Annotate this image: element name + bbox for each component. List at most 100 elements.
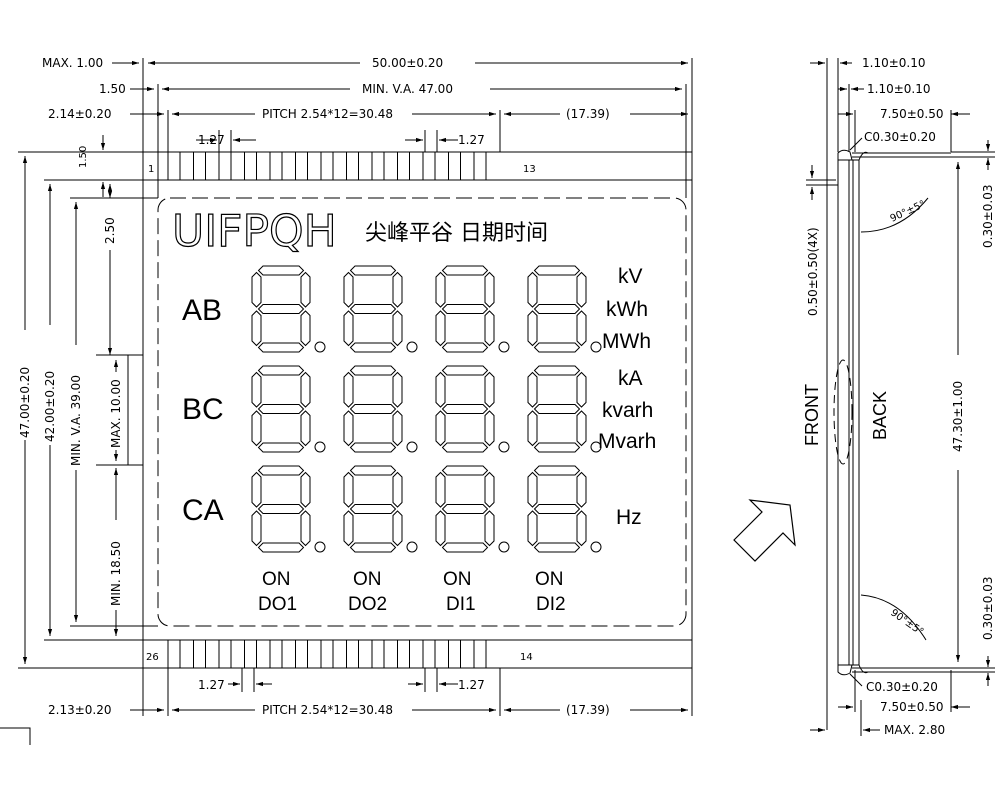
segment-g (443, 305, 488, 314)
bottom-pin (398, 640, 410, 668)
segment-b (485, 273, 494, 308)
bottom-pin (449, 640, 461, 668)
segment-a (259, 366, 304, 375)
segment-d (535, 543, 580, 552)
unit-hz: Hz (616, 506, 642, 529)
dim-pin-offset-bottom: 2.13±0.20 (48, 703, 112, 717)
front-dimension-lines (18, 58, 692, 716)
segment-d (443, 443, 488, 452)
top-pin (296, 152, 308, 180)
segment-f (252, 473, 261, 508)
status-name-do2: DO2 (348, 594, 387, 615)
segment-c (393, 311, 402, 346)
corner-mark (0, 728, 30, 745)
top-pin-strip (143, 152, 692, 180)
segment-a (443, 366, 488, 375)
bottom-pin (296, 640, 308, 668)
decimal-point (314, 441, 326, 453)
status-on-do1: ON (262, 569, 291, 590)
segment-f (436, 273, 445, 308)
segment-e (344, 411, 353, 446)
segment-g (535, 305, 580, 314)
top-pin (372, 152, 384, 180)
segment-d (351, 443, 396, 452)
segment-f (344, 373, 353, 408)
bottom-pin (168, 640, 180, 668)
segment-e (252, 311, 261, 346)
dim-min-tab: MIN. 18.50 (109, 541, 123, 606)
left-tab (128, 355, 143, 465)
decimal-point (590, 341, 602, 353)
segment-g (351, 405, 396, 414)
segment-b (577, 273, 586, 308)
unit-ka: kA (618, 367, 643, 390)
side-dim-top2: 1.10±0.10 (867, 82, 931, 96)
segment-c (485, 411, 494, 446)
bottom-pins (168, 640, 486, 668)
bottom-pin (270, 640, 282, 668)
segment-a (351, 366, 396, 375)
dim-pitch-bottom: PITCH 2.54*12=30.48 (262, 703, 393, 717)
decimal-point (590, 541, 602, 553)
segment-g (351, 505, 396, 514)
segment-g (443, 405, 488, 414)
unit-kvarh: kvarh (602, 399, 653, 422)
pin-label-14: 14 (520, 652, 533, 663)
status-name-di2: DI2 (536, 594, 566, 615)
segment-f (436, 373, 445, 408)
decimal-point (406, 341, 418, 353)
unit-kwh: kWh (606, 298, 648, 321)
brand-text: UIFPQH (172, 206, 337, 257)
dim-view-area-width: MIN. V.A. 47.00 (362, 82, 453, 96)
side-dim-top3: 7.50±0.50 (880, 107, 944, 121)
top-pin (270, 152, 282, 180)
dim-inner-height: 42.00±0.20 (43, 371, 57, 442)
bottom-pin (347, 640, 359, 668)
side-dim-top1: 1.10±0.10 (862, 56, 926, 70)
bottom-pin (474, 640, 486, 668)
segment-b (577, 373, 586, 408)
side-lead-dim: 0.50±0.50(4X) (806, 227, 820, 316)
side-glass-back (849, 160, 859, 665)
segment-d (351, 343, 396, 352)
segment-a (259, 466, 304, 475)
bottom-pin-strip (143, 640, 692, 668)
dim-pin-width-bottom-right: 1.27 (458, 678, 485, 692)
segment-d (259, 443, 304, 452)
side-lead-top (838, 150, 951, 160)
status-name-do1: DO1 (258, 594, 297, 615)
segment-f (528, 373, 537, 408)
segment-g (443, 505, 488, 514)
segment-b (577, 473, 586, 508)
decimal-point (498, 541, 510, 553)
status-name-di1: DI1 (446, 594, 476, 615)
side-angle-top: 90°±5° (889, 199, 928, 225)
top-pin (398, 152, 410, 180)
side-view (806, 58, 995, 736)
segment-g (259, 505, 304, 514)
top-pin (194, 152, 206, 180)
segment-c (393, 411, 402, 446)
row-label-bc: BC (182, 393, 224, 426)
side-ellipse (834, 360, 852, 464)
dim-pin-length: 1.50 (78, 146, 89, 168)
orientation-arrow (734, 500, 795, 561)
segment-a (535, 466, 580, 475)
segment-d (535, 343, 580, 352)
bottom-pin (372, 640, 384, 668)
side-height: 47.30±1.00 (951, 381, 965, 452)
segment-e (344, 511, 353, 546)
dim-view-area-height: MIN. V.A. 39.00 (69, 375, 83, 466)
segment-g (351, 305, 396, 314)
dim-pin-offset-top: 2.14±0.20 (48, 107, 112, 121)
segment-b (301, 373, 310, 408)
side-angle-bottom: 90°±5° (888, 607, 925, 638)
segment-b (485, 373, 494, 408)
row-label-ab: AB (182, 294, 222, 327)
side-chamfer-top: C0.30±0.20 (864, 130, 936, 144)
unit-mwh: MWh (602, 330, 651, 353)
side-back-label: BACK (870, 391, 890, 440)
top-pin (449, 152, 461, 180)
segment-d (535, 443, 580, 452)
